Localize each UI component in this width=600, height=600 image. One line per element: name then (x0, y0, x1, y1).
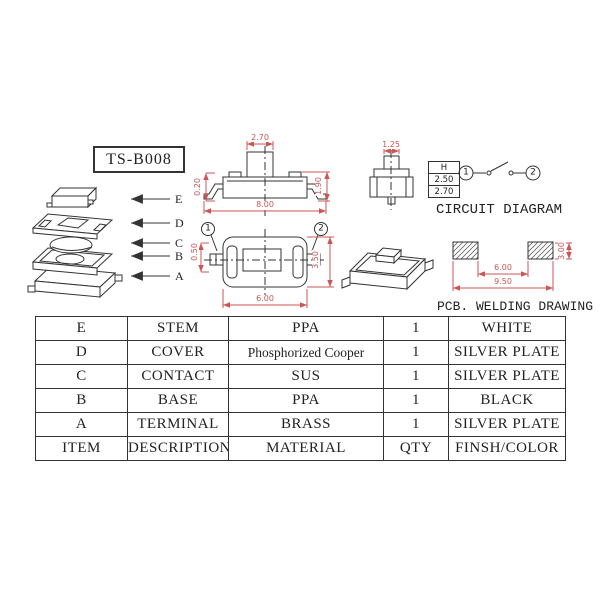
end-dim-stem-width: 1.25 (381, 140, 401, 149)
exploded-label-d: D (175, 216, 184, 230)
bom-cell: BRASS (228, 412, 384, 437)
bom-cell: E (35, 316, 128, 341)
bom-cell: 1 (383, 340, 449, 365)
bom-cell: SILVER PLATE (448, 412, 566, 437)
bom-cell: SUS (228, 364, 384, 389)
bom-cell: BASE (127, 388, 229, 413)
pcb-welding-drawing (452, 241, 554, 260)
bom-row-c: C CONTACT SUS 1 SILVER PLATE (35, 364, 566, 389)
circuit-node-1: 1 (463, 167, 469, 178)
bom-cell: CONTACT (127, 364, 229, 389)
end-view-drawing (369, 150, 414, 210)
pcb-caption: PCB. WELDING DRAWING (436, 299, 594, 314)
bom-cell: PPA (228, 316, 384, 341)
bom-cell: 1 (383, 412, 449, 437)
bom-cell: STEM (127, 316, 229, 341)
circuit-node-2: 2 (530, 167, 536, 178)
bom-cell: 1 (383, 316, 449, 341)
perspective-view-drawing (341, 247, 434, 291)
pcb-dim-pad: 3.00 (557, 241, 566, 261)
bom-header-row: ITEM DESCRIPTION MATERIAL QTY FINSH/COLO… (35, 436, 566, 461)
bom-cell: C (35, 364, 128, 389)
bom-cell: SILVER PLATE (448, 340, 566, 365)
exploded-label-e: E (175, 192, 183, 206)
bom-header-cell: ITEM (35, 436, 128, 461)
bom-row-b: B BASE PPA 1 BLACK (35, 388, 566, 413)
exploded-view-drawing (27, 186, 170, 299)
bom-cell: B (35, 388, 128, 413)
side-dim-terminal-thickness: 0.20 (193, 177, 202, 197)
bom-header-cell: QTY (383, 436, 449, 461)
bom-cell: Phosphorized Cooper (228, 340, 384, 365)
bom-cell: 1 (383, 388, 449, 413)
bom-header-cell: DESCRIPTION (127, 436, 229, 461)
bom-cell: D (35, 340, 128, 365)
bom-header-cell: FINSH/COLOR (448, 436, 566, 461)
topview-dim-depth: 3.50 (311, 250, 320, 270)
height-table-value: 2.50 (428, 173, 460, 186)
bom-cell: BLACK (448, 388, 566, 413)
side-dim-overall-width: 8.00 (255, 200, 275, 209)
exploded-label-a: A (175, 269, 184, 283)
topview-dim-terminal: 0.50 (190, 242, 199, 262)
dimension-lines (198, 141, 572, 308)
bom-cell: COVER (127, 340, 229, 365)
pcb-dim-outer: 9.50 (493, 277, 513, 286)
height-variant-table: H 2.50 2.70 (428, 161, 460, 198)
side-dim-stem-width: 2.70 (250, 133, 270, 142)
exploded-label-b: B (175, 249, 184, 263)
pcb-dim-inner: 6.00 (493, 263, 513, 272)
height-table-header: H (428, 161, 460, 174)
circuit-caption: CIRCUIT DIAGRAM (435, 202, 563, 218)
bom-row-a: A TERMINAL BRASS 1 SILVER PLATE (35, 412, 566, 437)
bom-row-e: E STEM PPA 1 WHITE (35, 316, 566, 341)
topview-callout-2: 2 (318, 223, 324, 234)
top-view-drawing (201, 222, 328, 296)
side-dim-height: 1.90 (314, 176, 323, 196)
bom-cell: WHITE (448, 316, 566, 341)
bom-header-cell: MATERIAL (228, 436, 384, 461)
bom-cell: PPA (228, 388, 384, 413)
circuit-drawing (458, 161, 541, 181)
bom-cell: 1 (383, 364, 449, 389)
part-number-title: TS-B008 (93, 146, 185, 173)
bom-cell: TERMINAL (127, 412, 229, 437)
bom-row-d: D COVER Phosphorized Cooper 1 SILVER PLA… (35, 340, 566, 365)
topview-dim-length: 6.00 (255, 294, 275, 303)
topview-callout-1: 1 (205, 223, 211, 234)
bom-cell: A (35, 412, 128, 437)
bom-cell: SILVER PLATE (448, 364, 566, 389)
exploded-label-c: C (175, 236, 184, 250)
height-table-value: 2.70 (428, 185, 460, 198)
bill-of-materials-table: E STEM PPA 1 WHITE D COVER Phosphorized … (35, 316, 566, 461)
